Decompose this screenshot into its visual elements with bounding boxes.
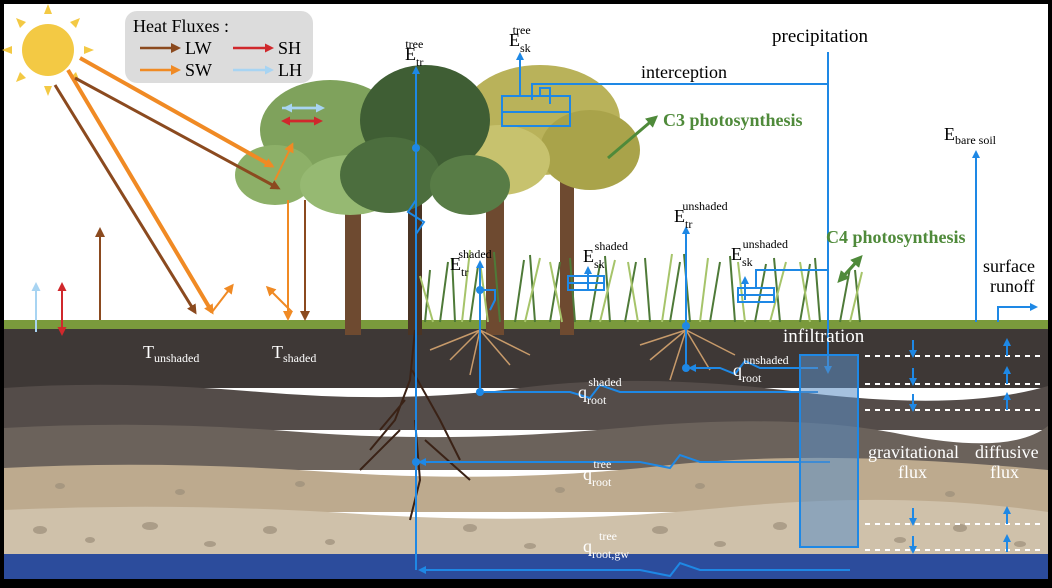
grass-roots-shaded [429, 329, 531, 376]
diffusive-flux-label: flux [990, 462, 1019, 482]
q-root-gw-label: qroot,gwtree [583, 529, 629, 561]
ground-surface [4, 320, 1048, 329]
legend-lw-label: LW [185, 38, 212, 58]
junction-dots [412, 144, 690, 466]
grass [419, 249, 863, 323]
groundwater [4, 554, 1048, 579]
c4-label: C4 photosynthesis [826, 227, 966, 247]
legend-sw-label: SW [185, 60, 212, 80]
c3-label: C3 photosynthesis [663, 110, 803, 130]
q-root-unshaded-label: qrootunshaded [733, 353, 789, 385]
precipitation-label: precipitation [772, 26, 869, 47]
soil-layer-sand [4, 457, 1048, 512]
soil-layer-top [4, 328, 1048, 388]
vertical-flux-arrows [909, 338, 1011, 554]
heat-flux-arrows [31, 56, 325, 336]
surface-label: surface [983, 256, 1035, 276]
infiltration-label: infiltration [783, 326, 865, 347]
e-sk-shaded-label: Eskshaded [583, 239, 628, 271]
heat-flux-legend: Heat Fluxes : LW SH SW LH [125, 11, 313, 83]
legend-sh-label: SH [278, 38, 301, 58]
sun-icon [2, 4, 94, 96]
q-root-shaded-label: qrootshaded [578, 375, 622, 407]
e-bare-soil-label: Ebare soil [944, 124, 997, 147]
photosynthesis-arrows [607, 115, 863, 283]
e-sk-tree-label: Esktree [509, 23, 531, 55]
e-tr-unshaded-label: Etrunshaded [674, 199, 728, 231]
interception-label: interception [641, 62, 727, 82]
diffusive-label: diffusive [975, 442, 1039, 462]
gravel-stones [33, 481, 1026, 549]
soil-layer-2 [4, 380, 1048, 430]
legend-title: Heat Fluxes : [133, 16, 229, 36]
t-shaded-label: Tshaded [272, 342, 316, 365]
labels: Etrtree Esktree precipitation intercepti… [143, 23, 1039, 561]
soil-layer-gravel [4, 499, 1048, 556]
e-sk-unshaded-label: Eskunshaded [731, 237, 788, 269]
e-tr-tree-label: Etrtree [405, 37, 423, 69]
q-root-tree-label: qroottree [583, 457, 612, 489]
grass-roots-unshaded [639, 329, 736, 381]
tree-roots [359, 329, 471, 521]
legend-lh-label: LH [278, 60, 302, 80]
e-tr-shaded-label: Etrshaded [450, 247, 492, 279]
gravitational-label: gravitational [868, 442, 959, 462]
runoff-label: runoff [990, 276, 1035, 296]
water-flows [412, 52, 1038, 578]
t-unshaded-label: Tunshaded [143, 342, 199, 365]
gravitational-flux-label: flux [898, 462, 927, 482]
soil-layer-3 [4, 421, 1048, 470]
trunk-resistance [406, 199, 426, 235]
